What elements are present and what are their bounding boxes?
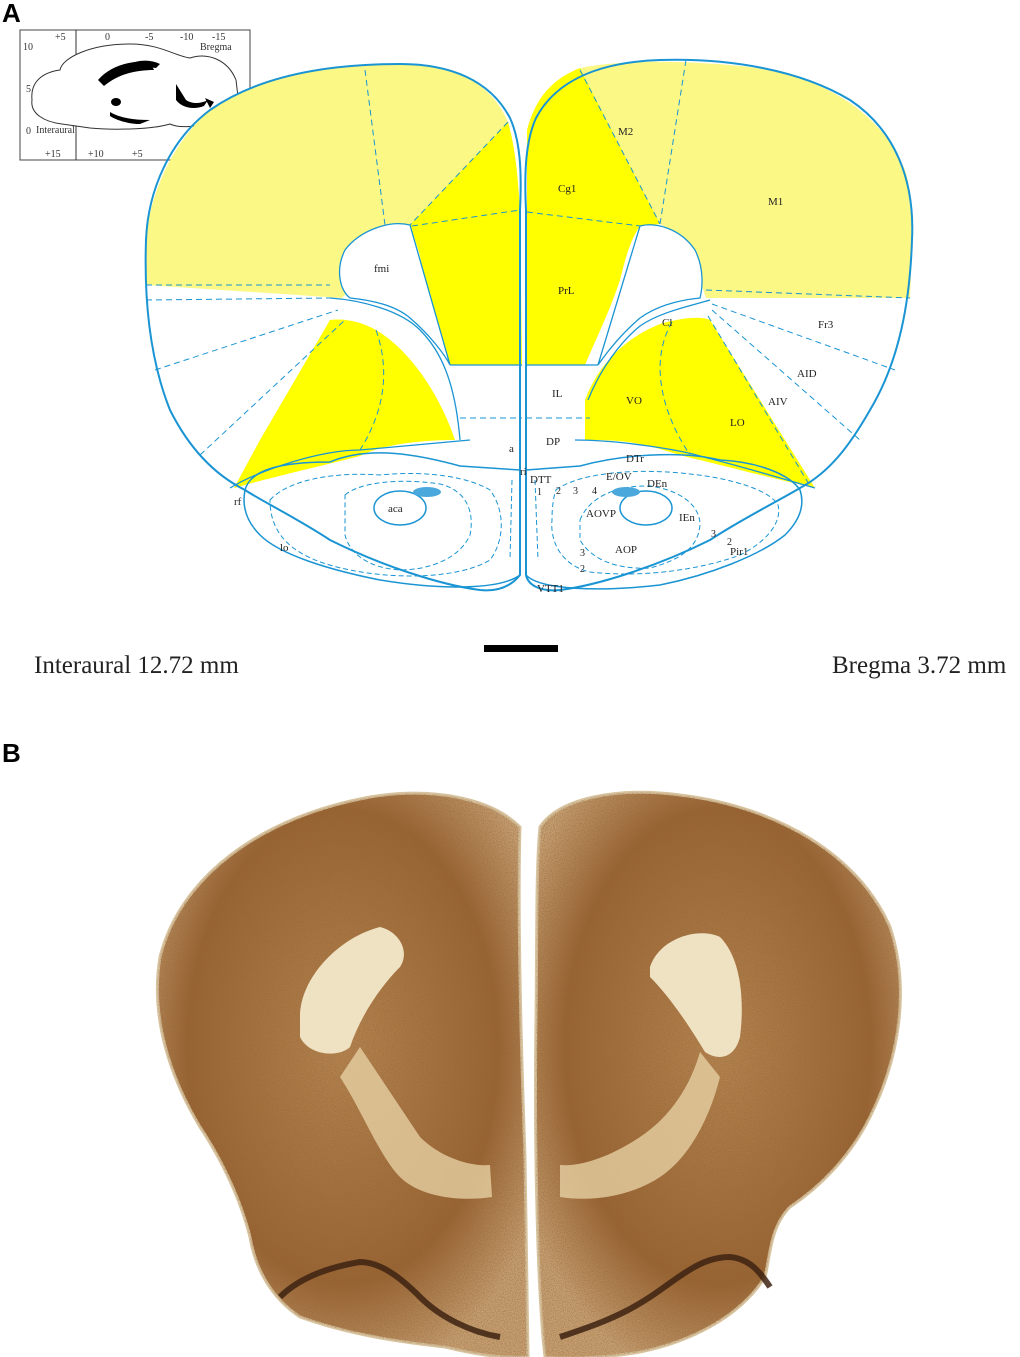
label-eov: E/OV xyxy=(606,471,632,483)
label-ri: ri xyxy=(520,466,527,478)
layer-number: 2 xyxy=(556,486,561,497)
label-il: IL xyxy=(552,388,563,400)
label-ien: IEn xyxy=(679,512,695,524)
atlas-dashed-lines xyxy=(145,59,911,487)
inset-tick-bottom: +15 xyxy=(45,149,61,160)
label-aca: aca xyxy=(388,503,403,515)
inset-tick-left: 5 xyxy=(26,84,31,95)
bregma-caption: Bregma 3.72 mm xyxy=(832,652,1007,679)
inset-tick-top: -5 xyxy=(145,32,153,43)
inset-bregma-label: Bregma xyxy=(200,42,232,53)
layer-number: 1 xyxy=(537,487,542,498)
inset-tick-top: +5 xyxy=(55,32,66,43)
layer-number: 2 xyxy=(580,564,585,575)
aca-fill-left xyxy=(413,487,441,497)
label-lo-right: LO xyxy=(730,417,745,429)
label-lo-left: lo xyxy=(280,542,289,554)
panel-b-letter: B xyxy=(2,738,21,768)
inset-tick-top: 0 xyxy=(105,32,110,43)
section-left-hemisphere xyxy=(155,791,530,1357)
label-pir1: Pir1 xyxy=(730,546,748,558)
left-hemisphere-regions xyxy=(146,64,522,488)
inset-tick-left: 0 xyxy=(26,126,31,137)
panel-a-letter: A xyxy=(2,0,21,28)
label-fr3: Fr3 xyxy=(818,319,834,331)
label-aovp: AOVP xyxy=(586,508,616,520)
histology-section xyxy=(155,790,902,1357)
label-den: DEn xyxy=(647,478,668,490)
label-prl: PrL xyxy=(558,285,575,297)
right-hemisphere-regions xyxy=(527,61,913,488)
label-dp: DP xyxy=(546,436,560,448)
layer-number: 4 xyxy=(592,486,597,497)
label-vtt1: VTT1 xyxy=(537,583,564,595)
label-m2: M2 xyxy=(618,126,633,138)
label-m1: M1 xyxy=(768,196,783,208)
label-cl: Cl xyxy=(662,317,672,329)
atlas-diagram: +5 0 -5 -10 -15 +15 +10 +5 0 10 5 0 Breg… xyxy=(19,29,914,595)
label-aiv: AIV xyxy=(768,396,788,408)
label-rf: rf xyxy=(234,496,242,508)
label-cg1: Cg1 xyxy=(558,183,576,195)
label-fmi: fmi xyxy=(374,263,389,275)
section-right-hemisphere xyxy=(533,790,902,1357)
inset-tick-top: -15 xyxy=(212,32,225,43)
scale-bar xyxy=(484,645,558,652)
olfactory-dashed xyxy=(269,470,780,577)
inset-tick-bottom: +10 xyxy=(88,149,104,160)
inset-tick-top: -10 xyxy=(180,32,193,43)
layer-number: 3 xyxy=(580,548,585,559)
inset-interaural-label: Interaural xyxy=(36,125,75,136)
aca-fill-right xyxy=(612,487,640,497)
inset-tick-left: 10 xyxy=(23,42,33,53)
layer-number: 2 xyxy=(727,537,732,548)
inset-tick-bottom: +5 xyxy=(132,149,143,160)
label-aop: AOP xyxy=(615,544,637,556)
label-a: a xyxy=(509,443,514,455)
layer-number: 3 xyxy=(573,486,578,497)
label-vo: VO xyxy=(626,395,642,407)
label-dtt: DTT xyxy=(530,474,552,486)
olfactory-region xyxy=(243,452,803,590)
layer-number: 3 xyxy=(711,529,716,540)
interaural-caption: Interaural 12.72 mm xyxy=(34,652,239,679)
label-dtr: DTr xyxy=(626,453,644,465)
label-aid: AID xyxy=(797,368,817,380)
